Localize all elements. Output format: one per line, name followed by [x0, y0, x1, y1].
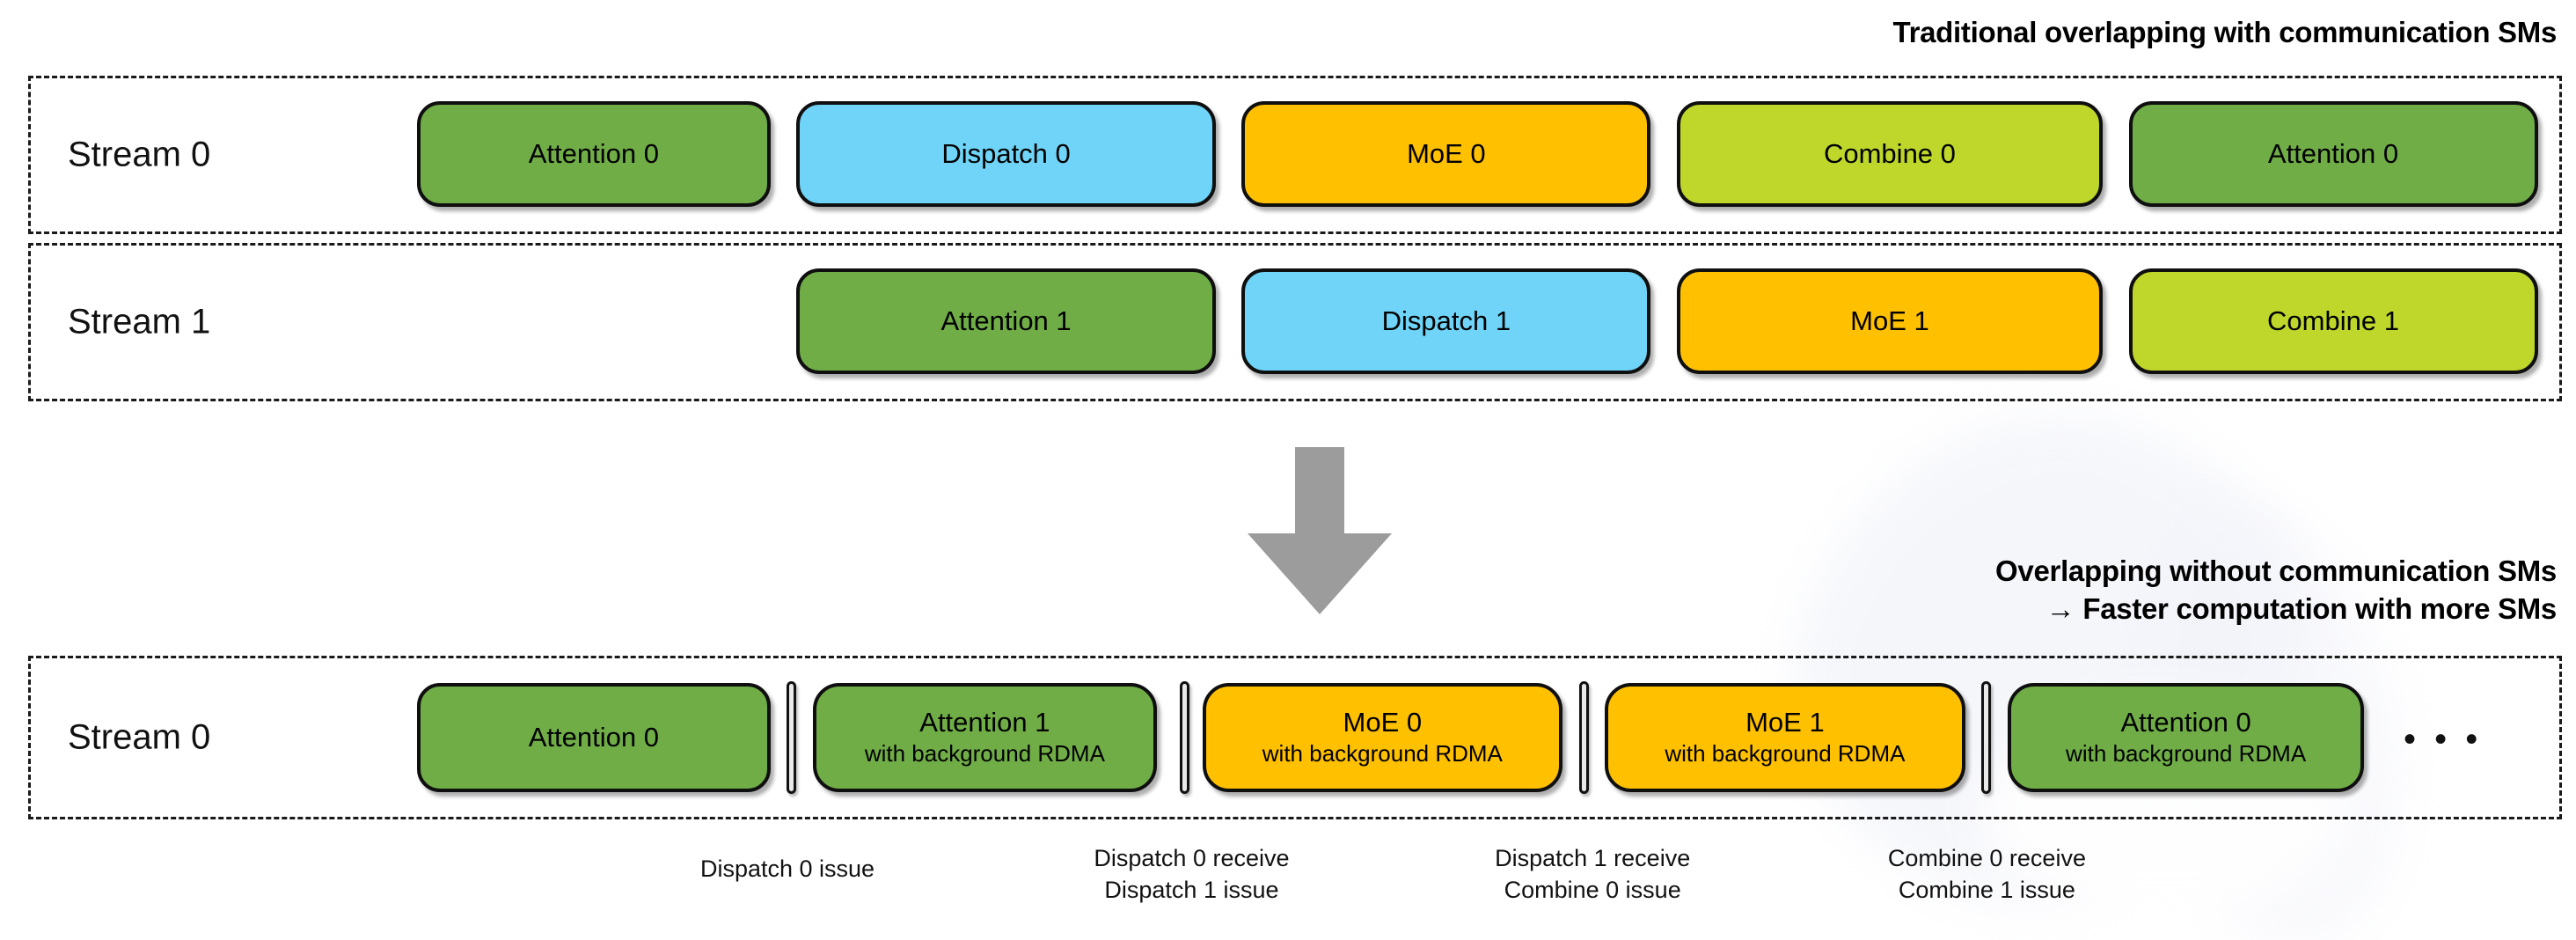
op-block-title: Dispatch 1 — [1381, 305, 1511, 337]
stream-separator-bar — [1981, 681, 1992, 794]
stream-separator-bar — [787, 681, 797, 794]
op-block-moe[interactable]: MoE 1 — [1677, 268, 2103, 374]
op-block-title: Dispatch 0 — [941, 138, 1071, 170]
timeline-annotation: Dispatch 1 receive Combine 0 issue — [1495, 845, 1691, 903]
op-block-attention[interactable]: Attention 1 — [796, 268, 1216, 374]
stream-separator-bar — [1179, 681, 1189, 794]
op-block-title: Attention 0 — [2267, 138, 2399, 170]
timeline-annotation: Dispatch 0 issue — [699, 856, 875, 882]
stream-row-traditional-0: Stream 0 Attention 0 Dispatch 0 MoE 0 Combi… — [28, 76, 2562, 234]
op-block-title: Combine 0 — [1823, 138, 1956, 170]
stream-label-optimized-0: Stream 0 — [68, 717, 211, 757]
optimized-section-title: Overlapping without communication SMs → … — [1995, 554, 2557, 625]
down-arrow-icon — [1232, 447, 1408, 624]
op-block-title: Attention 0 — [528, 138, 659, 170]
op-block-dispatch[interactable]: Dispatch 1 — [1241, 268, 1651, 374]
timeline-annotation: Combine 0 receive Combine 1 issue — [1887, 845, 2086, 903]
continuation-ellipsis: • • • — [2404, 720, 2483, 759]
op-block-title: MoE 1 — [1850, 305, 1929, 337]
stream-separator-bar — [1578, 681, 1589, 794]
op-block-title: Combine 1 — [2267, 305, 2399, 337]
op-block-title: MoE 0 — [1343, 707, 1423, 738]
op-block-subtitle: with background RDMA — [1262, 739, 1503, 767]
op-block-dispatch[interactable]: Dispatch 0 — [796, 101, 1216, 207]
stream-label-traditional-1: Stream 1 — [68, 302, 211, 341]
op-block-attention[interactable]: Attention 0 — [416, 101, 771, 207]
stream-lane-traditional-1: Attention 1 Dispatch 1 MoE 1 Combine 1 — [31, 246, 2559, 399]
op-block-title: MoE 1 — [1745, 707, 1825, 738]
op-block-title: MoE 0 — [1407, 138, 1486, 170]
op-block-combine[interactable]: Combine 0 — [1677, 101, 2103, 207]
stream-lane-traditional-0: Attention 0 Dispatch 0 MoE 0 Combine 0 Atten… — [31, 78, 2559, 231]
traditional-section-title: Traditional overlapping with communicati… — [1892, 16, 2558, 48]
timeline-annotation: Dispatch 0 receive Dispatch 1 issue — [1094, 845, 1290, 903]
op-block-combine[interactable]: Combine 1 — [2128, 268, 2538, 374]
op-block-subtitle: with background RDMA — [2066, 739, 2307, 767]
op-block-title: Attention 0 — [2120, 707, 2251, 738]
op-block-title: Attention 1 — [919, 707, 1050, 738]
op-block-moe[interactable]: MoE 0 — [1241, 101, 1651, 207]
op-block-attention[interactable]: Attention 0 — [416, 683, 771, 792]
op-block-attention[interactable]: Attention 0 — [2128, 101, 2538, 207]
stream-row-traditional-1: Stream 1 Attention 1 Dispatch 1 MoE 1 Combi… — [28, 243, 2562, 401]
op-block-title: Attention 0 — [528, 722, 659, 753]
op-block-subtitle: with background RDMA — [1665, 739, 1906, 767]
op-block-subtitle: with background RDMA — [864, 739, 1105, 767]
op-block-title: Attention 1 — [940, 305, 1072, 337]
stream-label-traditional-0: Stream 0 — [68, 135, 211, 174]
